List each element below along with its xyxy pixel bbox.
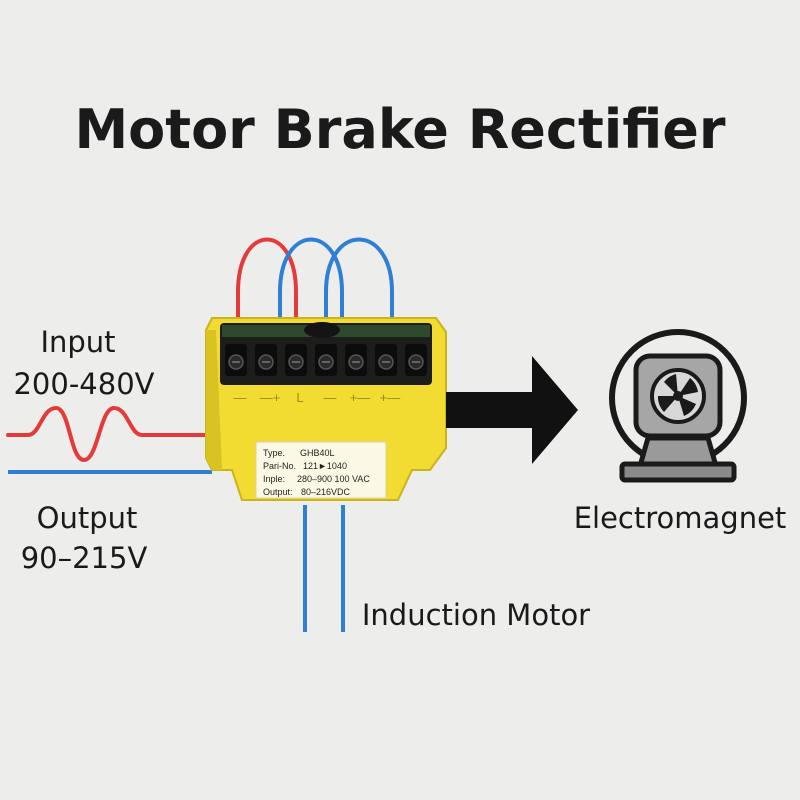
- nameplate-type-key: Type.: [263, 448, 285, 458]
- nameplate-type-value: GHB40L: [300, 448, 335, 458]
- fan-blade-2: [678, 396, 696, 416]
- terminal-marking: +—: [380, 390, 401, 405]
- terminal-screws: [225, 344, 427, 376]
- terminal-marking: +—: [350, 390, 371, 405]
- induction-motor-label: Induction Motor: [362, 598, 590, 632]
- nameplate-output-key: Output:: [263, 487, 293, 497]
- terminal-marking: —: [324, 390, 337, 405]
- loop-wire-blue-2: [324, 237, 394, 330]
- magnet-base: [619, 461, 737, 483]
- terminal-marking: —+: [260, 390, 281, 405]
- right-arrow-icon: [446, 356, 578, 464]
- fan-blade-4: [664, 374, 678, 396]
- terminal-marking: —: [234, 390, 247, 405]
- input-wire-red: [6, 405, 214, 463]
- terminal-marking: L: [296, 390, 303, 405]
- loop-wire-blue-1: [278, 237, 344, 330]
- fan-blade-3: [657, 396, 678, 412]
- nameplate-input-key: Inple:: [263, 474, 285, 484]
- nameplate: [255, 441, 387, 499]
- housing-shade: [206, 330, 222, 470]
- input-voltage-label: 200-480V: [13, 367, 154, 401]
- loop-wire-red: [236, 237, 298, 330]
- terminal-markings: — —+ L — +— +—: [234, 390, 401, 405]
- fan-hub: [673, 391, 683, 401]
- rectifier-module: — —+ L — +— +— Type. GHB40L Pari-No. 121►1040…: [205, 317, 447, 501]
- output-label: Output: [37, 501, 138, 535]
- input-label: Input: [40, 325, 115, 359]
- electromagnet-icon: [609, 329, 747, 483]
- nameplate-part-value: 121►1040: [303, 461, 347, 471]
- page-title: Motor Brake Rectifier: [74, 98, 725, 161]
- terminal-center-cap: [304, 322, 340, 338]
- fan-blade-1: [678, 378, 698, 396]
- electromagnet-label: Electromagnet: [574, 501, 787, 535]
- nameplate-input-value: 280–900 100 VAC: [297, 474, 370, 484]
- output-voltage-label: 90–215V: [21, 541, 148, 575]
- nameplate-part-key: Pari-No.: [263, 461, 296, 471]
- nameplate-output-value: 80–216VDC: [301, 487, 351, 497]
